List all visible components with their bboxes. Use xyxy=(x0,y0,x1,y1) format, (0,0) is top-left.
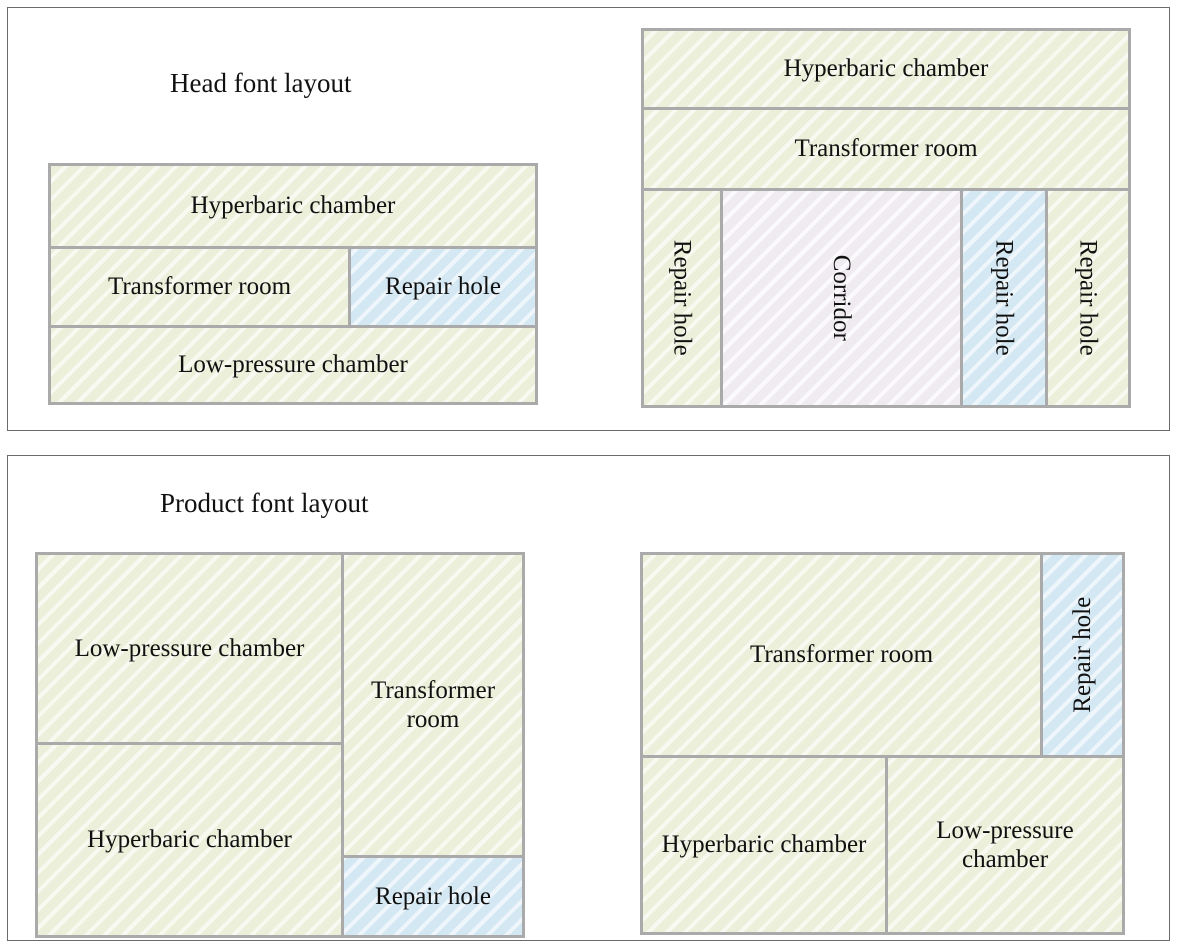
room-label: Repair hole xyxy=(1068,597,1096,713)
room-repair-hole: Repair hole xyxy=(348,246,538,328)
room-low-pressure-chamber: Low-pressure chamber xyxy=(48,325,538,405)
room-label: Repair hole xyxy=(385,273,501,301)
room-repair-hole-middle: Repair hole xyxy=(960,188,1048,408)
room-label: Low-pressure chamber xyxy=(178,351,408,379)
floor-plan-head-left: Hyperbaric chamber Transformer room Repa… xyxy=(48,163,538,405)
room-label: Low-pressure chamber xyxy=(74,634,305,662)
room-low-pressure-chamber: Low-pressure chamber xyxy=(885,755,1125,935)
room-transformer-room: Transformer room xyxy=(641,107,1131,191)
panel-title-head: Head font layout xyxy=(170,68,352,98)
room-corridor: Corridor xyxy=(720,188,963,408)
room-transformer-room: Transformer room xyxy=(341,552,525,858)
room-label: Hyperbaric chamber xyxy=(661,831,867,859)
room-hyperbaric-chamber: Hyperbaric chamber xyxy=(641,28,1131,110)
room-label: Repair hole xyxy=(1074,240,1102,356)
room-transformer-room: Transformer room xyxy=(640,552,1043,758)
room-low-pressure-chamber: Low-pressure chamber xyxy=(35,552,344,745)
room-label: Low-pressure chamber xyxy=(936,816,1074,874)
room-label: Transformer room xyxy=(107,273,292,301)
room-hyperbaric-chamber: Hyperbaric chamber xyxy=(640,755,888,935)
room-label: Repair hole xyxy=(668,240,696,356)
room-label: Hyperbaric chamber xyxy=(783,55,989,83)
room-label: Transformer room xyxy=(749,641,934,669)
room-label: Repair hole xyxy=(990,240,1018,356)
room-label: Transformer room xyxy=(370,676,496,734)
room-hyperbaric-chamber: Hyperbaric chamber xyxy=(48,163,538,249)
room-transformer-room: Transformer room xyxy=(48,246,351,328)
floor-plan-product-right: Transformer room Repair hole Hyperbaric … xyxy=(640,552,1125,935)
room-repair-hole: Repair hole xyxy=(1040,552,1125,758)
panel-title-product: Product font layout xyxy=(160,488,369,518)
room-hyperbaric-chamber: Hyperbaric chamber xyxy=(35,742,344,938)
room-repair-hole-left: Repair hole xyxy=(641,188,723,408)
room-repair-hole: Repair hole xyxy=(341,855,525,938)
room-label: Hyperbaric chamber xyxy=(190,192,396,220)
floor-plan-head-right: Hyperbaric chamber Transformer room Repa… xyxy=(641,28,1131,408)
room-label: Hyperbaric chamber xyxy=(87,826,292,854)
room-repair-hole-right: Repair hole xyxy=(1045,188,1131,408)
room-label: Repair hole xyxy=(375,882,491,910)
room-label: Transformer room xyxy=(794,135,978,163)
room-label: Corridor xyxy=(828,254,856,342)
floor-plan-product-left: Low-pressure chamber Hyperbaric chamber … xyxy=(35,552,525,938)
